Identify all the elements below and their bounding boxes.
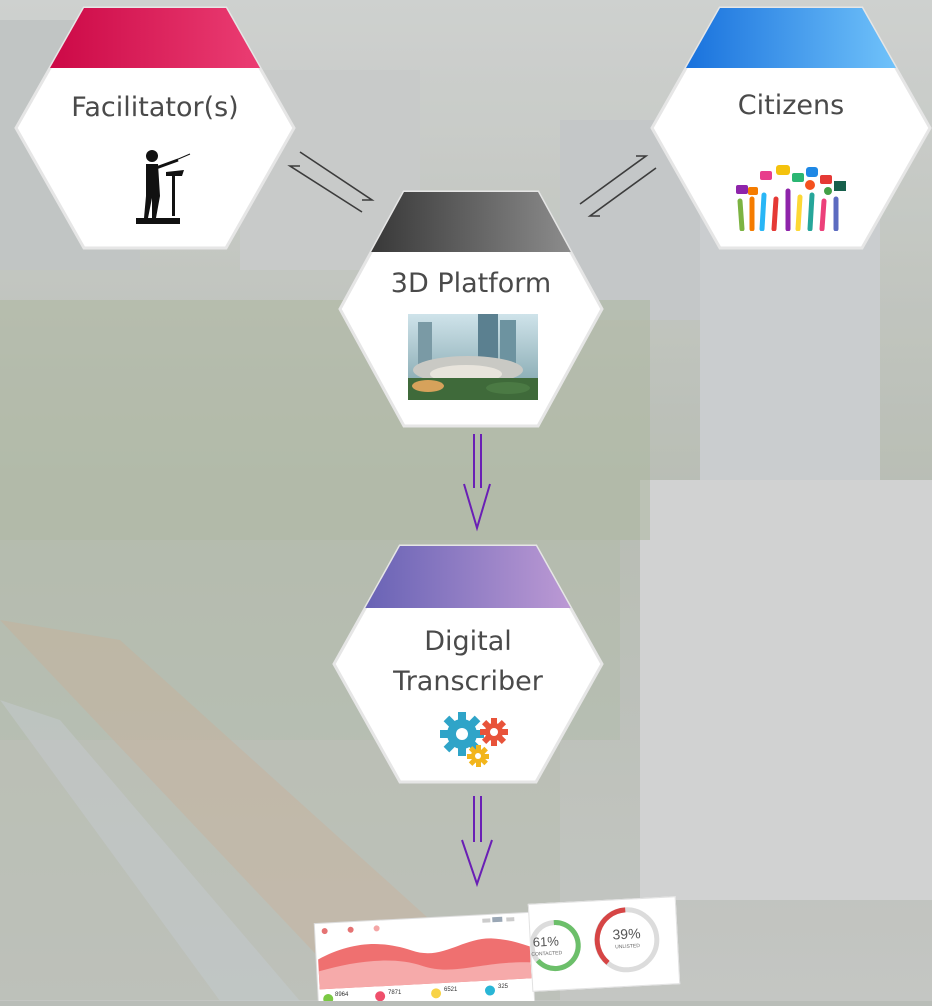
facilitator-hexagon — [14, 6, 296, 250]
platform-label: 3D Platform — [390, 268, 552, 299]
transcriber-label-line2: Transcriber — [393, 666, 543, 697]
ring2-value: 39% — [612, 925, 641, 943]
transcriber-to-dashboard-arrow — [461, 796, 493, 888]
citizens-label: Citizens — [737, 90, 845, 121]
stat-value-3: 6521 — [444, 987, 458, 993]
transcriber-node: Digital Transcriber — [332, 544, 604, 784]
ring-card: 61% CONTACTED 39% UNLISTED — [527, 896, 681, 992]
ring-charts — [529, 907, 660, 973]
stat-value-4: 325 — [498, 984, 509, 990]
platform-to-transcriber-arrow — [463, 434, 491, 532]
platform-citizens-exchange-arrow — [579, 155, 657, 217]
facilitator-node: Facilitator(s) — [14, 6, 296, 250]
transcriber-label-line1: Digital — [424, 626, 512, 657]
gears-icon — [440, 712, 508, 767]
stat-value-2: 7871 — [388, 990, 402, 996]
facilitator-platform-exchange-arrow — [287, 151, 375, 213]
analytics-dashboard-output: 8964 7871 6521 325 61% CONTACTED 39% UNL… — [312, 894, 681, 1006]
raised-hands-icon — [736, 165, 846, 231]
citizens-hexagon — [650, 6, 932, 250]
platform-node: 3D Platform — [338, 190, 604, 428]
conductor-icon — [136, 150, 191, 224]
transcriber-hexagon — [332, 544, 604, 784]
stat-value-1: 8964 — [335, 992, 349, 998]
ring1-value: 61% — [532, 933, 560, 950]
ring2-caption: UNLISTED — [615, 943, 641, 951]
facilitator-label: Facilitator(s) — [71, 92, 239, 123]
city-render-thumbnail — [408, 314, 538, 400]
citizens-node: Citizens — [650, 6, 932, 250]
